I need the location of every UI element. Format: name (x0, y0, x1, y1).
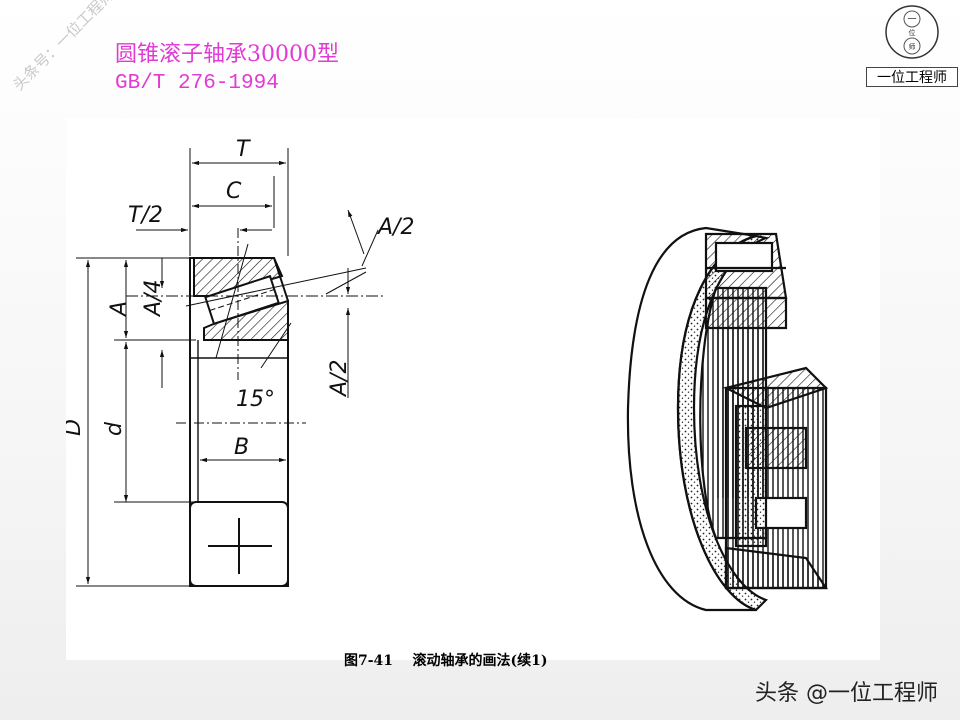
label-D: D (66, 419, 86, 436)
title-block: 圆锥滚子轴承30000型 GB/T 276-1994 (115, 40, 339, 98)
label-A-quarter: A/4 (141, 280, 166, 318)
attribution: 头条 @一位工程师 (755, 681, 938, 706)
logo-seal: 一 位 师 (885, 5, 939, 59)
label-d: d (102, 421, 127, 436)
svg-text:师: 师 (909, 42, 916, 51)
svg-text:位: 位 (909, 28, 916, 37)
dimension-lines (76, 148, 386, 587)
label-T-half: T/2 (128, 203, 163, 228)
watermark: 头条号：一位工程师 (9, 0, 118, 95)
label-angle: 15° (236, 387, 275, 412)
label-A-half-top: A/2 (376, 215, 414, 240)
bearing-drawing: T C T/2 A/2 15° B D d A A/4 A/2 (61, 137, 829, 612)
page-title: 圆锥滚子轴承30000型 (115, 42, 339, 67)
label-B: B (234, 435, 249, 460)
section-view (189, 257, 289, 587)
label-T: T (236, 137, 251, 162)
svg-text:一: 一 (907, 15, 916, 25)
standard-number: GB/T 276-1994 (115, 72, 279, 95)
label-A: A (107, 301, 132, 318)
label-A-half-side: A/2 (327, 360, 352, 398)
logo-caption: 一位工程师 (866, 67, 958, 87)
label-C: C (226, 179, 242, 204)
figure-caption: 图7-41 滚动轴承的画法(续1) (344, 653, 548, 669)
pictorial-view (626, 226, 829, 612)
drawing-panel: T C T/2 A/2 15° B D d A A/4 A/2 (61, 118, 880, 660)
dimension-labels: T C T/2 A/2 15° B D d A A/4 A/2 (61, 137, 414, 460)
